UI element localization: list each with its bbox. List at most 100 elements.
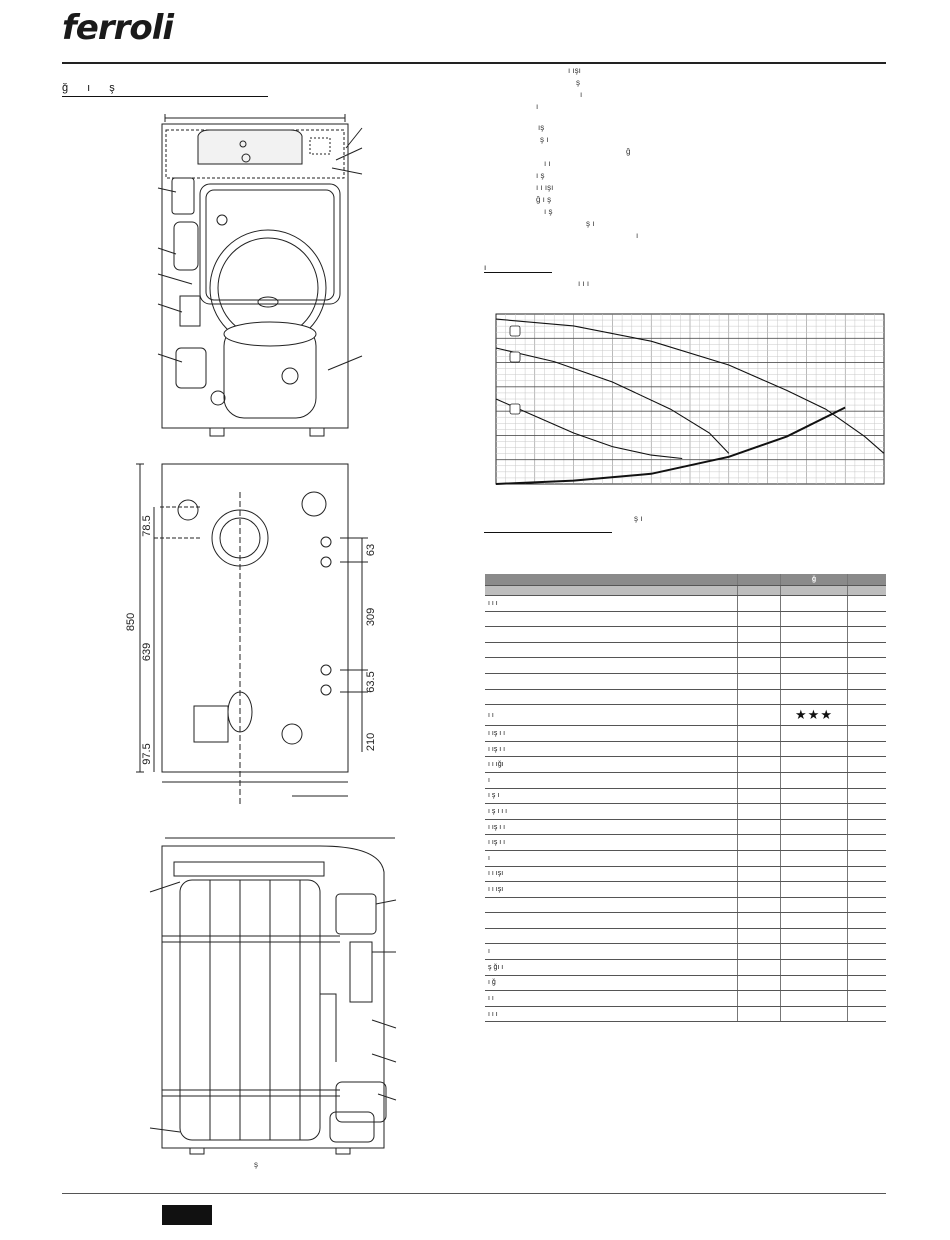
- table-row: ı ış ı ı: [485, 741, 886, 758]
- row-label: ı ış ı ı: [485, 834, 738, 851]
- row-extra: [847, 866, 886, 883]
- row-value: [780, 756, 848, 773]
- row-extra: [847, 959, 886, 976]
- row-value: [780, 772, 848, 789]
- table-row: ı: [485, 772, 886, 789]
- row-extra: [847, 595, 886, 612]
- row-extra: [847, 975, 886, 992]
- row-extra: [847, 788, 886, 805]
- row-value: [780, 689, 848, 706]
- row-extra: [847, 626, 886, 643]
- row-label: ı ış ı ı: [485, 741, 738, 758]
- row-label: [485, 897, 738, 914]
- row-value: [780, 850, 848, 867]
- table-row: ş ğı ı: [485, 959, 886, 976]
- table-row: [485, 611, 886, 628]
- text-line: ı: [636, 231, 639, 240]
- row-value: [780, 834, 848, 851]
- text-line: ı ş: [536, 171, 545, 180]
- row-value: [780, 725, 848, 742]
- table-row: [485, 673, 886, 690]
- table-row: ı ış ı ı: [485, 819, 886, 836]
- text-line: ı ışı: [568, 66, 581, 75]
- dim-210: 210: [365, 733, 377, 751]
- row-unit: [737, 803, 781, 820]
- row-extra: [847, 803, 886, 820]
- series-line-3: [495, 398, 683, 460]
- dim-63: 63: [365, 544, 377, 556]
- row-value: [780, 819, 848, 836]
- row-value: [780, 943, 848, 961]
- text-line: ı: [536, 102, 539, 111]
- table-row: [485, 912, 886, 929]
- table-row: ı ış ı ı: [485, 834, 886, 851]
- table-row: [485, 657, 886, 674]
- row-label: ı ş ı: [485, 788, 738, 805]
- curve-marker-1: [509, 325, 521, 337]
- table-row: ı ı: [485, 990, 886, 1007]
- table-header-row: ğ: [485, 574, 886, 586]
- row-extra: [847, 741, 886, 758]
- row-value: [780, 626, 848, 643]
- row-value: [780, 1006, 848, 1023]
- text-line: ı: [580, 90, 583, 99]
- pump-performance-chart: [495, 313, 885, 485]
- series-line-4: [495, 406, 846, 485]
- chart-caption: ş ı: [634, 514, 643, 523]
- row-label: ı ış ı ı: [485, 819, 738, 836]
- text-line: ış: [538, 123, 545, 132]
- row-value: [780, 657, 848, 674]
- row-unit: [737, 756, 781, 773]
- dim-850: 850: [125, 613, 137, 631]
- row-label: [485, 912, 738, 929]
- row-extra: [847, 928, 886, 945]
- row-unit: [737, 657, 781, 674]
- row-value: [780, 912, 848, 929]
- table-row: [485, 642, 886, 659]
- row-extra: [847, 673, 886, 690]
- header-divider: [62, 62, 886, 64]
- row-label: [485, 689, 738, 706]
- row-value: [780, 803, 848, 820]
- row-unit: [737, 959, 781, 976]
- text-line: ş ı: [540, 135, 549, 144]
- row-value: [780, 741, 848, 758]
- row-extra: [847, 819, 886, 836]
- row-label: ı ğ: [485, 975, 738, 992]
- series-line-2: [495, 347, 730, 454]
- row-extra: [847, 772, 886, 789]
- row-extra: [847, 897, 886, 914]
- row-label: ı ış ı ı: [485, 725, 738, 742]
- row-unit: [737, 673, 781, 690]
- row-value: [780, 897, 848, 914]
- table-row: [485, 928, 886, 945]
- text-line: ğ ı ş: [536, 195, 552, 204]
- row-extra: [847, 657, 886, 674]
- performance-subheading-text: ı ı ı: [578, 279, 590, 288]
- row-label: ı: [485, 850, 738, 867]
- section-title: ğ ı ş: [62, 82, 268, 97]
- row-value: [780, 959, 848, 976]
- text-line: ş ı: [586, 219, 595, 228]
- row-label: [485, 642, 738, 659]
- row-label: ı ı ığı: [485, 756, 738, 773]
- efficiency-stars: ★★★: [795, 707, 833, 723]
- row-unit: [737, 943, 781, 961]
- footer-divider: [62, 1193, 886, 1194]
- dim-63-5: 63.5: [365, 671, 377, 692]
- row-unit: [737, 611, 781, 628]
- row-extra: [847, 943, 886, 961]
- dim-78-5: 78.5: [141, 515, 153, 536]
- table-row: ı ı ı: [485, 1006, 886, 1023]
- text-line: ı ı: [544, 159, 551, 168]
- row-unit: [737, 819, 781, 836]
- table-row: ı: [485, 850, 886, 867]
- row-extra: [847, 611, 886, 628]
- text-line: ı ş: [544, 207, 553, 216]
- row-extra: [847, 642, 886, 659]
- row-extra: [847, 834, 886, 851]
- table-row: ı ı★★★: [485, 704, 886, 727]
- text-line: ş: [576, 78, 580, 87]
- table-row: ı ış ı ı: [485, 725, 886, 742]
